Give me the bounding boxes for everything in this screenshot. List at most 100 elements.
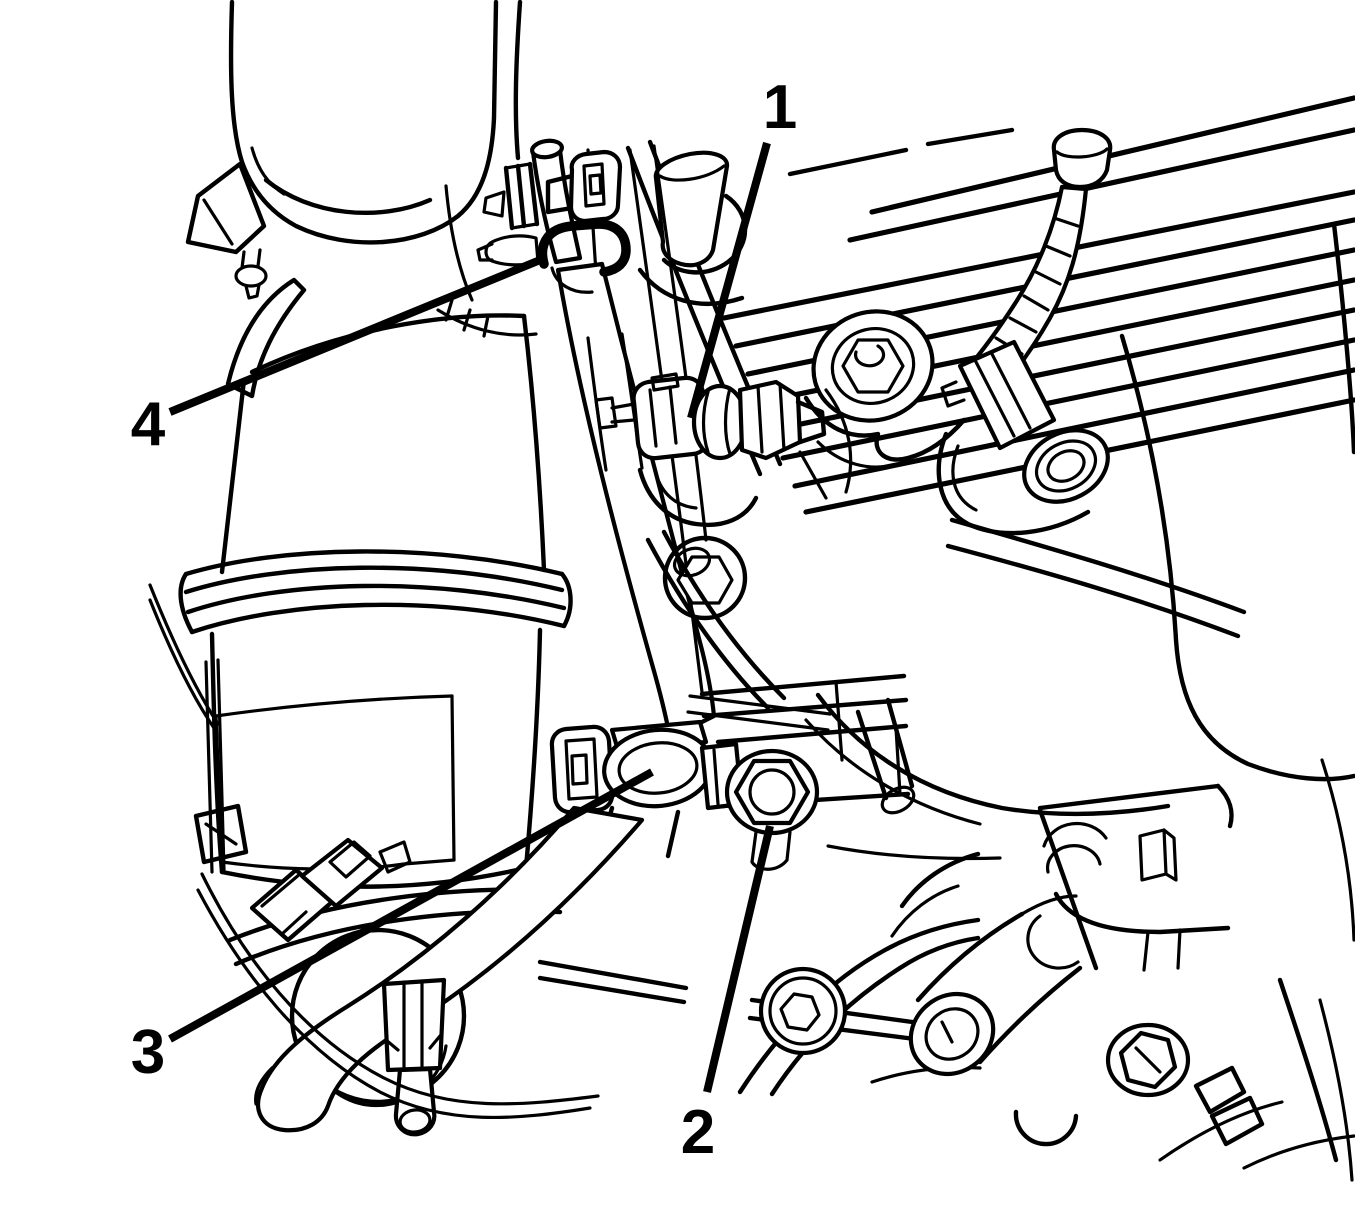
side-clip-line: [204, 822, 238, 846]
connector-boss-ring-3: [1046, 449, 1086, 483]
sensor-tip: [795, 399, 827, 445]
clamp3-mount-line: [712, 748, 720, 806]
valve-cover-top-rail-2: [847, 127, 1355, 243]
connector-boss-ring: [1022, 428, 1110, 504]
plate-ridge: [1215, 783, 1234, 829]
harness-connector: [957, 339, 1057, 451]
wiring-harness: [936, 127, 1113, 536]
upper-hose-clamp: [476, 149, 631, 294]
manifold-right-sweep: [1119, 333, 1355, 782]
coolant-temp-sensor: [594, 372, 853, 528]
quick-connector: [249, 837, 412, 943]
duct-side-curve: [513, 0, 523, 161]
plate-bottom: [1053, 891, 1231, 935]
plate-left-diag: [1037, 807, 1099, 971]
flange-stud-tip: [244, 283, 261, 300]
mount-arm: [737, 917, 981, 1095]
bolt-washer: [672, 546, 712, 578]
switch-boss-arc: [899, 851, 981, 909]
sensor-bracket-slot-inner: [654, 472, 698, 510]
filter-shell: [289, 927, 467, 1105]
right-bracket: [1013, 758, 1355, 1163]
valve-cover-seg-2: [925, 127, 1015, 147]
manifold-runner-edge-2: [945, 543, 1241, 639]
fitting-tube-end: [398, 1108, 432, 1134]
socket-bolt-flange: [758, 966, 848, 1056]
stud-cylinder: [855, 697, 915, 801]
thin-hose-1: [200, 872, 600, 1106]
canister-fin: [225, 277, 307, 399]
grommet-line: [1055, 147, 1109, 159]
right-edge-curve: [1277, 977, 1339, 1163]
fitting-ticks: [384, 1034, 442, 1052]
nut-stud: [750, 830, 792, 871]
clamp-screw-head: [568, 149, 623, 224]
callout-1-leader: [687, 141, 771, 420]
bracket-legs: [1142, 928, 1182, 972]
canister-band: [178, 549, 573, 635]
connector-boss-ring-2: [1034, 439, 1098, 493]
socket-head-bolt: [758, 966, 848, 1056]
duct-flange-line: [202, 198, 234, 246]
sensor-wires: [594, 396, 636, 430]
canister-right-edge-upper: [521, 313, 547, 573]
sensor-mount-wedge: [798, 388, 853, 500]
callout-3-leader: [168, 768, 654, 1043]
panel-line-2: [652, 144, 708, 542]
callout-4-leader: [168, 254, 547, 416]
connector-line: [974, 360, 1016, 438]
air-intake-duct: [185, 0, 538, 338]
mount-arm-2: [769, 935, 981, 1097]
boss-hook-inner: [951, 444, 978, 512]
callout-2-leader: [703, 825, 774, 1093]
callouts: 1 2 3 4: [131, 73, 797, 1167]
clamp-band-lower: [550, 266, 594, 294]
flange-stud-cap: [234, 264, 268, 288]
clamp-bracket-stack: [503, 161, 540, 231]
middle-hose-clamp: [549, 719, 745, 815]
plate-top: [699, 673, 909, 719]
nut-bore: [748, 768, 796, 816]
sensor-connector-lines: [648, 385, 678, 448]
clamp3-band-inner: [617, 741, 699, 795]
fitting-tube: [393, 1066, 437, 1137]
switch-end-cap: [908, 991, 996, 1077]
connector-latch: [940, 380, 966, 408]
oil-pressure-switch: [890, 851, 1083, 1077]
lug-curve: [1158, 1100, 1284, 1162]
connector-line-2: [990, 352, 1032, 430]
clamp-left-stud: [482, 190, 506, 218]
duct-inner-arc-2: [250, 146, 286, 196]
boss-wavy-flange-2: [816, 440, 900, 469]
switch-end-inner: [924, 1007, 980, 1061]
sensor-hex: [737, 379, 803, 461]
valve-cover-top-rail: [869, 95, 1355, 215]
callout-4-label: 4: [131, 390, 166, 459]
filter-outlet-fitting: [381, 977, 447, 1137]
qc-stud: [378, 840, 412, 874]
hose-body: [256, 805, 645, 1133]
right-edge-curve-2: [1320, 758, 1355, 942]
bracket-top-edge: [826, 844, 1002, 861]
flange-stud-stem: [240, 248, 262, 270]
nut-hex: [733, 758, 811, 826]
fitting-lines: [402, 979, 424, 1071]
screw-head-slot: [582, 162, 606, 208]
reservoir-canister: [148, 277, 573, 967]
socket-bolt-recess: [779, 992, 821, 1032]
valve-cover-right-edge: [1331, 221, 1355, 455]
plate-top-edge: [1037, 783, 1221, 811]
clamp3-block-slot: [570, 753, 589, 786]
rail-left: [537, 959, 689, 1005]
bracket-arc-lower: [1026, 914, 1080, 970]
horn-tip: [476, 242, 494, 262]
side-clip: [193, 803, 249, 865]
panel-line: [628, 148, 704, 694]
boss-hex-highlight: [853, 344, 886, 368]
callout-3-label: 3: [131, 1018, 165, 1087]
lower-thin-hoses: [196, 872, 600, 1120]
sensor-body-ribs: [701, 386, 732, 456]
boss-ring: [830, 326, 916, 406]
switch-end-tick: [940, 1020, 954, 1044]
clamp-screw-body: [545, 173, 575, 215]
